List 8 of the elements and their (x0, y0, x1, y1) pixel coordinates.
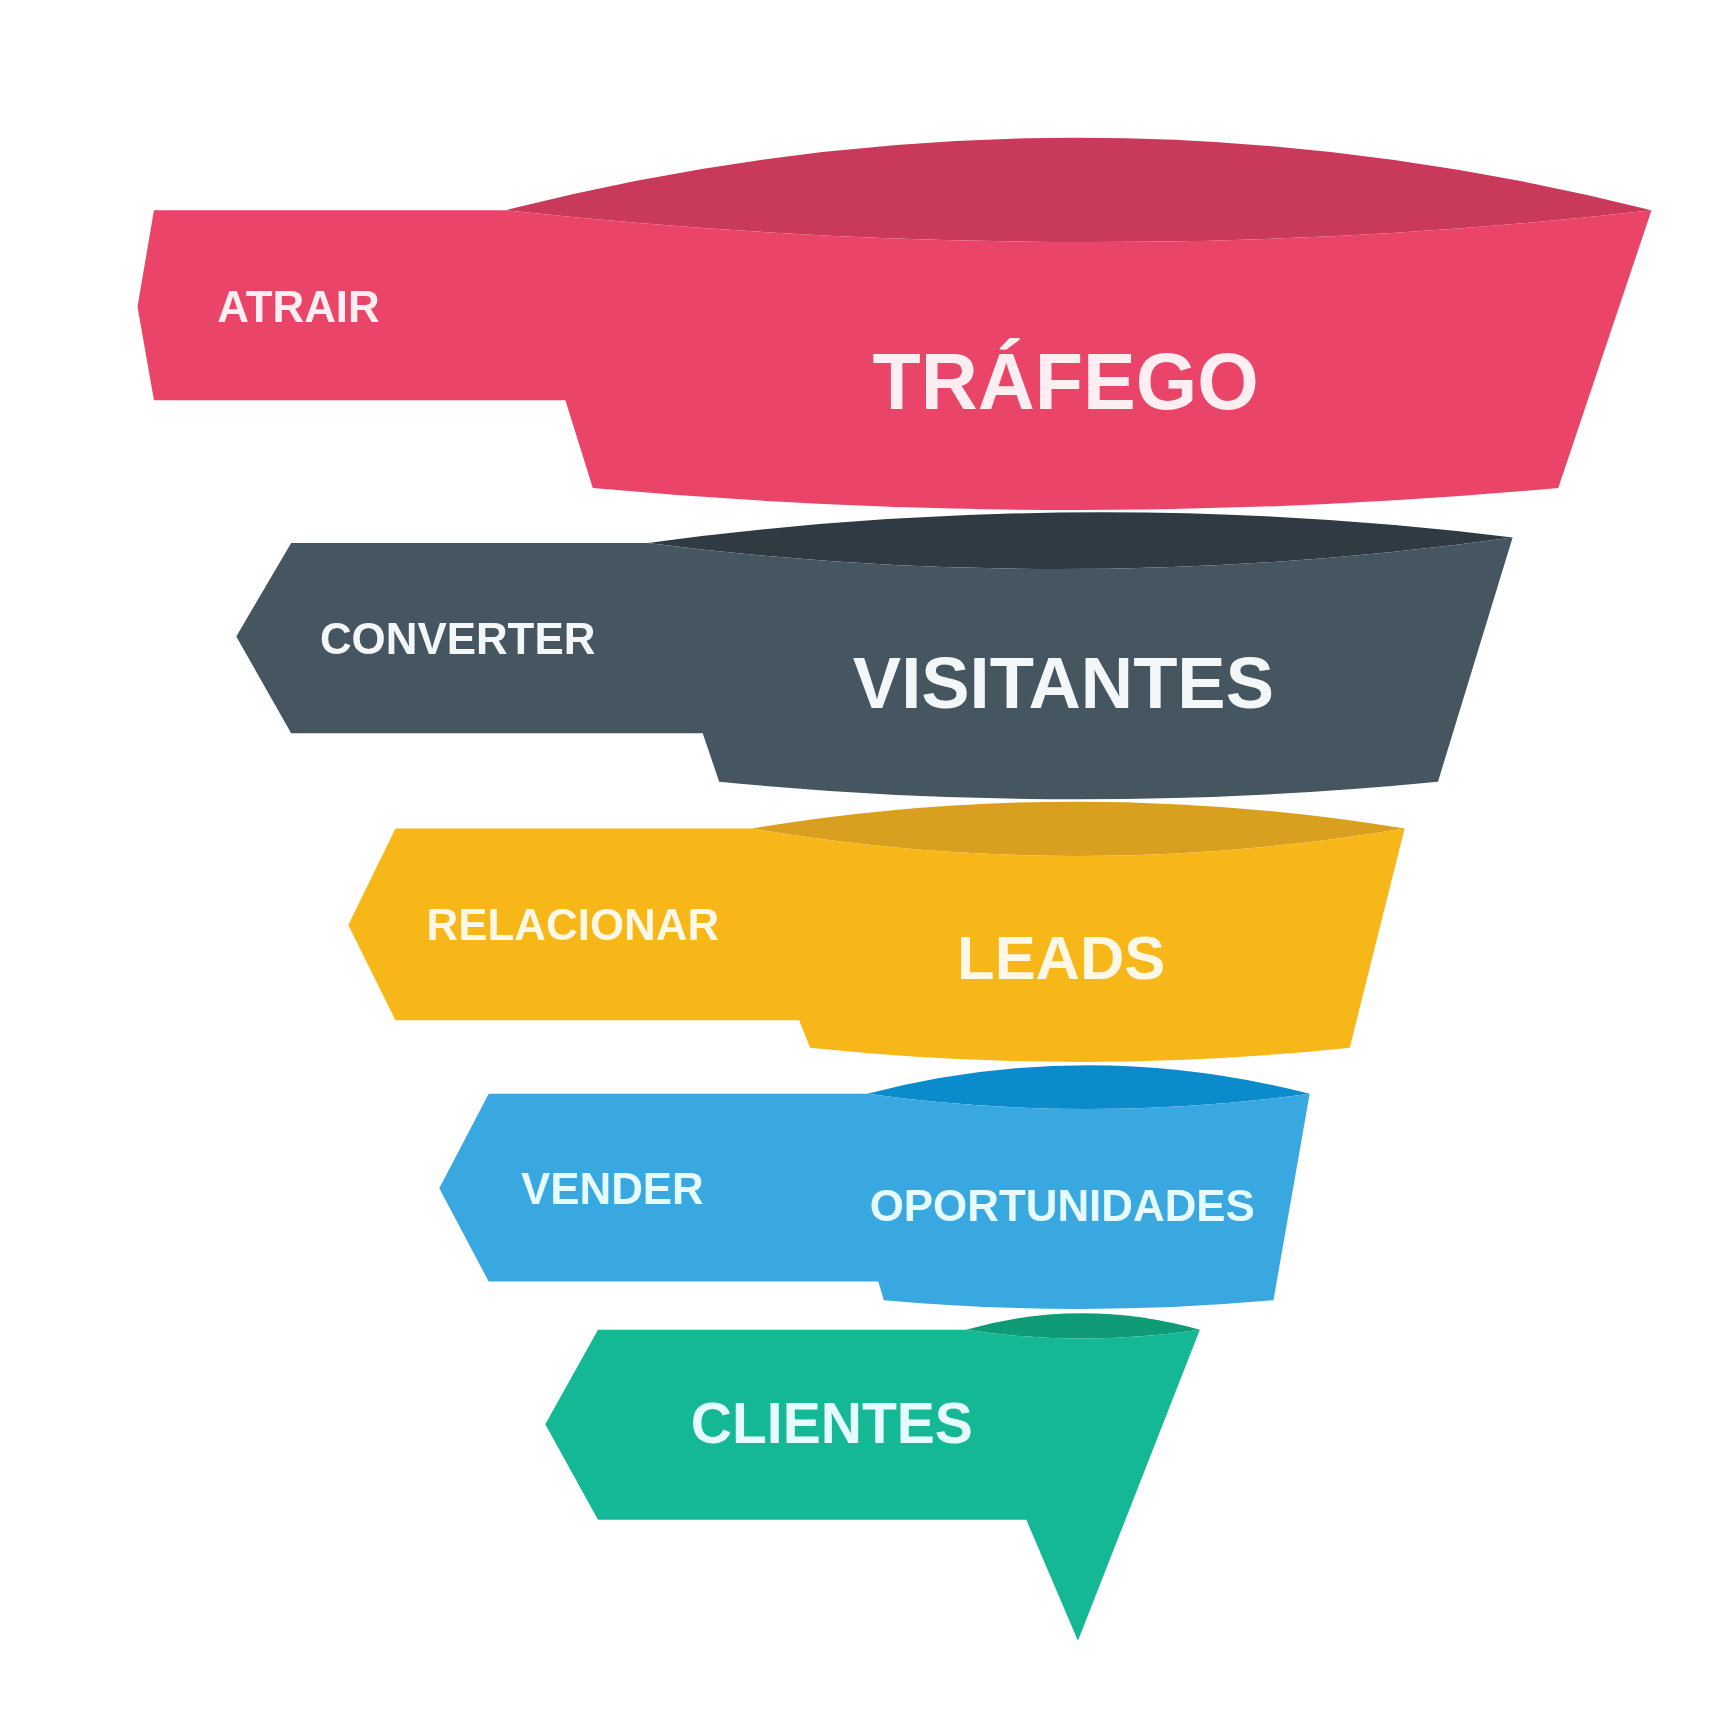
action-label: VENDER (520, 1166, 704, 1211)
action-label: ATRAIR (217, 285, 380, 330)
stage-title: LEADS (957, 927, 1166, 989)
stage-title: CLIENTES (690, 1395, 973, 1453)
action-label: RELACIONAR (426, 903, 720, 948)
stage-title: OPORTUNIDADES (869, 1184, 1255, 1228)
stage-title: VISITANTES (852, 646, 1274, 719)
action-label: CONVERTER (319, 616, 596, 661)
